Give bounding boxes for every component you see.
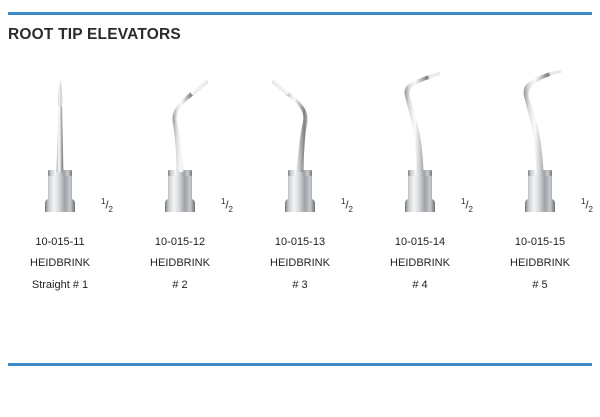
product-code: 10-015-12 <box>154 236 206 248</box>
product-caption: 10-015-12 HEIDBRINK # 2 <box>150 232 210 296</box>
product-caption: 10-015-14 HEIDBRINK # 4 <box>390 232 450 296</box>
product-card[interactable]: 1/2 10-015-15 HEIDBRINK # 5 <box>480 62 600 302</box>
scale-indicator: 1/2 <box>341 197 353 214</box>
instrument-illustration-hook-right <box>404 72 441 212</box>
instrument-figure: 1/2 <box>361 62 479 222</box>
product-variant: # 4 <box>412 278 428 291</box>
product-card[interactable]: 1/2 10-015-14 HEIDBRINK # 4 <box>360 62 480 302</box>
scale-indicator: 1/2 <box>101 197 113 214</box>
product-variant: # 5 <box>532 278 548 291</box>
product-caption: 10-015-13 HEIDBRINK # 3 <box>270 232 330 296</box>
instrument-illustration-straight <box>45 80 75 212</box>
page-title: ROOT TIP ELEVATORS <box>8 26 181 43</box>
scale-numerator: 1 <box>581 197 586 207</box>
scale-numerator: 1 <box>221 197 226 207</box>
instrument-figure: 1/2 <box>1 62 119 222</box>
scale-denominator: 2 <box>588 205 593 214</box>
product-brand: HEIDBRINK <box>150 257 210 270</box>
product-card[interactable]: 1/2 10-015-13 HEIDBRINK # 3 <box>240 62 360 302</box>
product-caption: 10-015-15 HEIDBRINK # 5 <box>510 232 570 296</box>
scale-denominator: 2 <box>348 205 353 214</box>
scale-denominator: 2 <box>108 205 113 214</box>
instrument-figure: 1/2 <box>241 62 359 222</box>
product-variant: Straight # 1 <box>31 278 89 291</box>
product-brand: HEIDBRINK <box>270 257 330 270</box>
product-variant: # 2 <box>172 278 188 291</box>
scale-numerator: 1 <box>341 197 346 207</box>
product-brand: HEIDBRINK <box>390 257 450 270</box>
product-card[interactable]: 1/2 10-015-12 HEIDBRINK # 2 <box>120 62 240 302</box>
product-code: 10-015-14 <box>394 236 446 248</box>
instrument-illustration-hook-left-angular <box>523 70 562 212</box>
instrument-illustration-bayonet-left <box>271 79 315 212</box>
product-variant: # 3 <box>292 278 308 291</box>
product-grid: 1/2 10-015-11 HEIDBRINK Straight # 1 <box>0 62 600 302</box>
product-code: 10-015-15 <box>514 236 566 248</box>
product-brand: HEIDBRINK <box>30 257 90 270</box>
bottom-divider <box>8 363 592 366</box>
scale-numerator: 1 <box>461 197 466 207</box>
scale-denominator: 2 <box>468 205 473 214</box>
product-brand: HEIDBRINK <box>510 257 570 270</box>
scale-indicator: 1/2 <box>461 197 473 214</box>
scale-indicator: 1/2 <box>221 197 233 214</box>
scale-indicator: 1/2 <box>581 197 593 214</box>
instrument-figure: 1/2 <box>481 62 599 222</box>
product-code: 10-015-11 <box>35 236 85 248</box>
scale-numerator: 1 <box>101 197 106 207</box>
instrument-illustration-bayonet-right <box>165 79 209 212</box>
product-caption: 10-015-11 HEIDBRINK Straight # 1 <box>30 232 90 296</box>
product-code: 10-015-13 <box>274 236 326 248</box>
top-divider <box>8 12 592 15</box>
product-card[interactable]: 1/2 10-015-11 HEIDBRINK Straight # 1 <box>0 62 120 302</box>
instrument-figure: 1/2 <box>121 62 239 222</box>
scale-denominator: 2 <box>228 205 233 214</box>
